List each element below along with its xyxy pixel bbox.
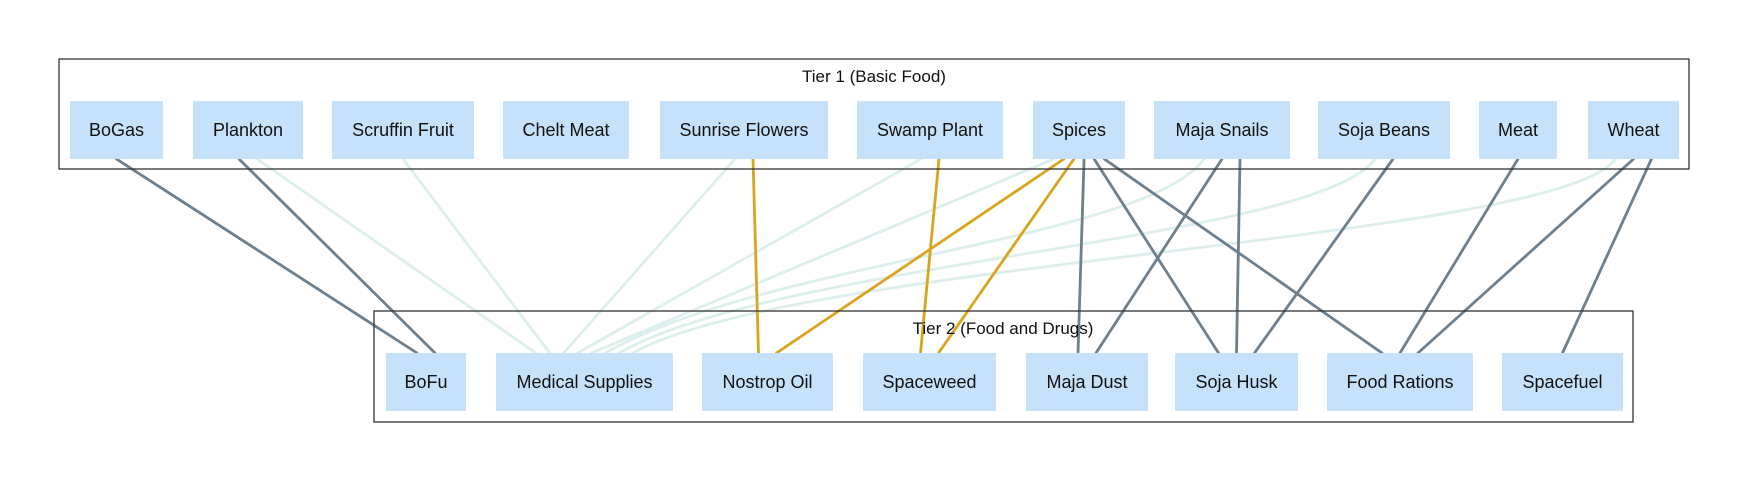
node-spices-box xyxy=(1033,101,1125,159)
node-nostrop-oil-label: Nostrop Oil xyxy=(722,372,812,392)
edge-sunrise-flowers-to-nostrop-oil xyxy=(751,157,760,355)
node-bogas-label: BoGas xyxy=(89,120,144,140)
node-medical-supplies-label: Medical Supplies xyxy=(516,372,652,392)
edge-sunrise-flowers-to-medical-supplies xyxy=(562,157,737,355)
edge-maja-snails-to-maja-dust xyxy=(1094,157,1224,355)
edge-wheat-to-food-rations xyxy=(1416,157,1635,355)
node-food-rations-box xyxy=(1327,353,1473,411)
node-spacefuel: Spacefuel xyxy=(1502,353,1623,411)
node-meat-label: Meat xyxy=(1498,120,1538,140)
edge-bogas-to-bofu xyxy=(115,157,419,355)
node-chelt-meat-label: Chelt Meat xyxy=(522,120,609,140)
cluster-tier1-label: Tier 1 (Basic Food) xyxy=(802,67,946,86)
node-spaceweed-label: Spaceweed xyxy=(882,372,976,392)
node-meat-box xyxy=(1479,101,1557,159)
node-bogas-box xyxy=(70,101,163,159)
node-soja-beans-box xyxy=(1318,101,1450,159)
node-soja-husk-box xyxy=(1175,353,1298,411)
nodes-layer: BoGas Plankton Scruffin Fruit Chelt Meat Sun… xyxy=(70,101,1679,411)
node-soja-husk-label: Soja Husk xyxy=(1195,372,1278,392)
edge-wheat-to-medical-supplies xyxy=(631,157,1617,355)
node-sunrise-flowers: Sunrise Flowers xyxy=(660,101,828,159)
node-soja-beans-label: Soja Beans xyxy=(1338,120,1430,140)
node-chelt-meat: Chelt Meat xyxy=(503,101,629,159)
node-sunrise-flowers-box xyxy=(660,101,828,159)
node-food-rations: Food Rations xyxy=(1327,353,1473,411)
edge-wheat-to-spacefuel xyxy=(1561,157,1653,355)
node-wheat: Wheat xyxy=(1588,101,1679,159)
node-maja-snails-box xyxy=(1154,101,1290,159)
node-wheat-label: Wheat xyxy=(1607,120,1659,140)
edge-soja-beans-to-soja-husk xyxy=(1253,157,1395,355)
node-spaceweed-box xyxy=(863,353,996,411)
node-spacefuel-label: Spacefuel xyxy=(1522,372,1602,392)
node-maja-dust-box xyxy=(1026,353,1148,411)
edge-soja-beans-to-medical-supplies xyxy=(617,157,1377,355)
node-swamp-plant-box xyxy=(857,101,1003,159)
cluster-tier2-label: Tier 2 (Food and Drugs) xyxy=(913,319,1094,338)
node-scruffin-fruit-box xyxy=(332,101,474,159)
node-spices-label: Spices xyxy=(1052,120,1106,140)
edge-spices-to-medical-supplies xyxy=(590,157,1056,355)
node-spices: Spices xyxy=(1033,101,1125,159)
edge-maja-snails-to-medical-supplies xyxy=(603,157,1206,355)
edge-swamp-plant-to-spaceweed xyxy=(919,157,941,355)
node-soja-beans: Soja Beans xyxy=(1318,101,1450,159)
node-plankton-box xyxy=(193,101,303,159)
node-sunrise-flowers-label: Sunrise Flowers xyxy=(679,120,808,140)
cluster-tier2-border xyxy=(373,310,1634,423)
node-food-rations-label: Food Rations xyxy=(1346,372,1453,392)
node-scruffin-fruit-label: Scruffin Fruit xyxy=(352,120,454,140)
node-spaceweed: Spaceweed xyxy=(863,353,996,411)
edge-spices-to-maja-dust xyxy=(1076,157,1086,355)
edge-spices-to-spaceweed xyxy=(937,157,1076,355)
node-maja-dust-label: Maja Dust xyxy=(1046,372,1127,392)
edges-layer xyxy=(115,157,1653,355)
node-plankton-label: Plankton xyxy=(213,120,283,140)
node-bogas: BoGas xyxy=(70,101,163,159)
node-scruffin-fruit: Scruffin Fruit xyxy=(332,101,474,159)
node-medical-supplies-box xyxy=(496,353,673,411)
edge-spices-to-nostrop-oil xyxy=(775,157,1066,355)
edge-scruffin-fruit-to-medical-supplies xyxy=(401,157,552,355)
node-bofu-box xyxy=(386,353,466,411)
node-spacefuel-box xyxy=(1502,353,1623,411)
node-bofu: BoFu xyxy=(386,353,466,411)
node-swamp-plant: Swamp Plant xyxy=(857,101,1003,159)
node-bofu-label: BoFu xyxy=(404,372,447,392)
node-medical-supplies: Medical Supplies xyxy=(496,353,673,411)
node-maja-snails: Maja Snails xyxy=(1154,101,1290,159)
edge-plankton-to-bofu xyxy=(237,157,437,355)
edge-swamp-plant-to-medical-supplies xyxy=(576,157,923,355)
node-nostrop-oil-box xyxy=(702,353,833,411)
node-chelt-meat-box xyxy=(503,101,629,159)
node-wheat-box xyxy=(1588,101,1679,159)
node-maja-snails-label: Maja Snails xyxy=(1175,120,1268,140)
node-meat: Meat xyxy=(1479,101,1557,159)
edge-maja-snails-to-soja-husk xyxy=(1235,157,1242,355)
node-maja-dust: Maja Dust xyxy=(1026,353,1148,411)
cluster-tier1-border xyxy=(58,58,1690,170)
edge-plankton-to-medical-supplies xyxy=(255,157,538,355)
node-nostrop-oil: Nostrop Oil xyxy=(702,353,833,411)
node-swamp-plant-label: Swamp Plant xyxy=(877,120,983,140)
node-plankton: Plankton xyxy=(193,101,303,159)
cluster-tier1: Tier 1 (Basic Food) xyxy=(58,58,1690,170)
edge-spices-to-food-rations xyxy=(1102,157,1384,355)
node-soja-husk: Soja Husk xyxy=(1175,353,1298,411)
cluster-tier2: Tier 2 (Food and Drugs) xyxy=(373,310,1634,423)
edge-spices-to-soja-husk xyxy=(1092,157,1220,355)
edge-meat-to-food-rations xyxy=(1398,157,1520,355)
